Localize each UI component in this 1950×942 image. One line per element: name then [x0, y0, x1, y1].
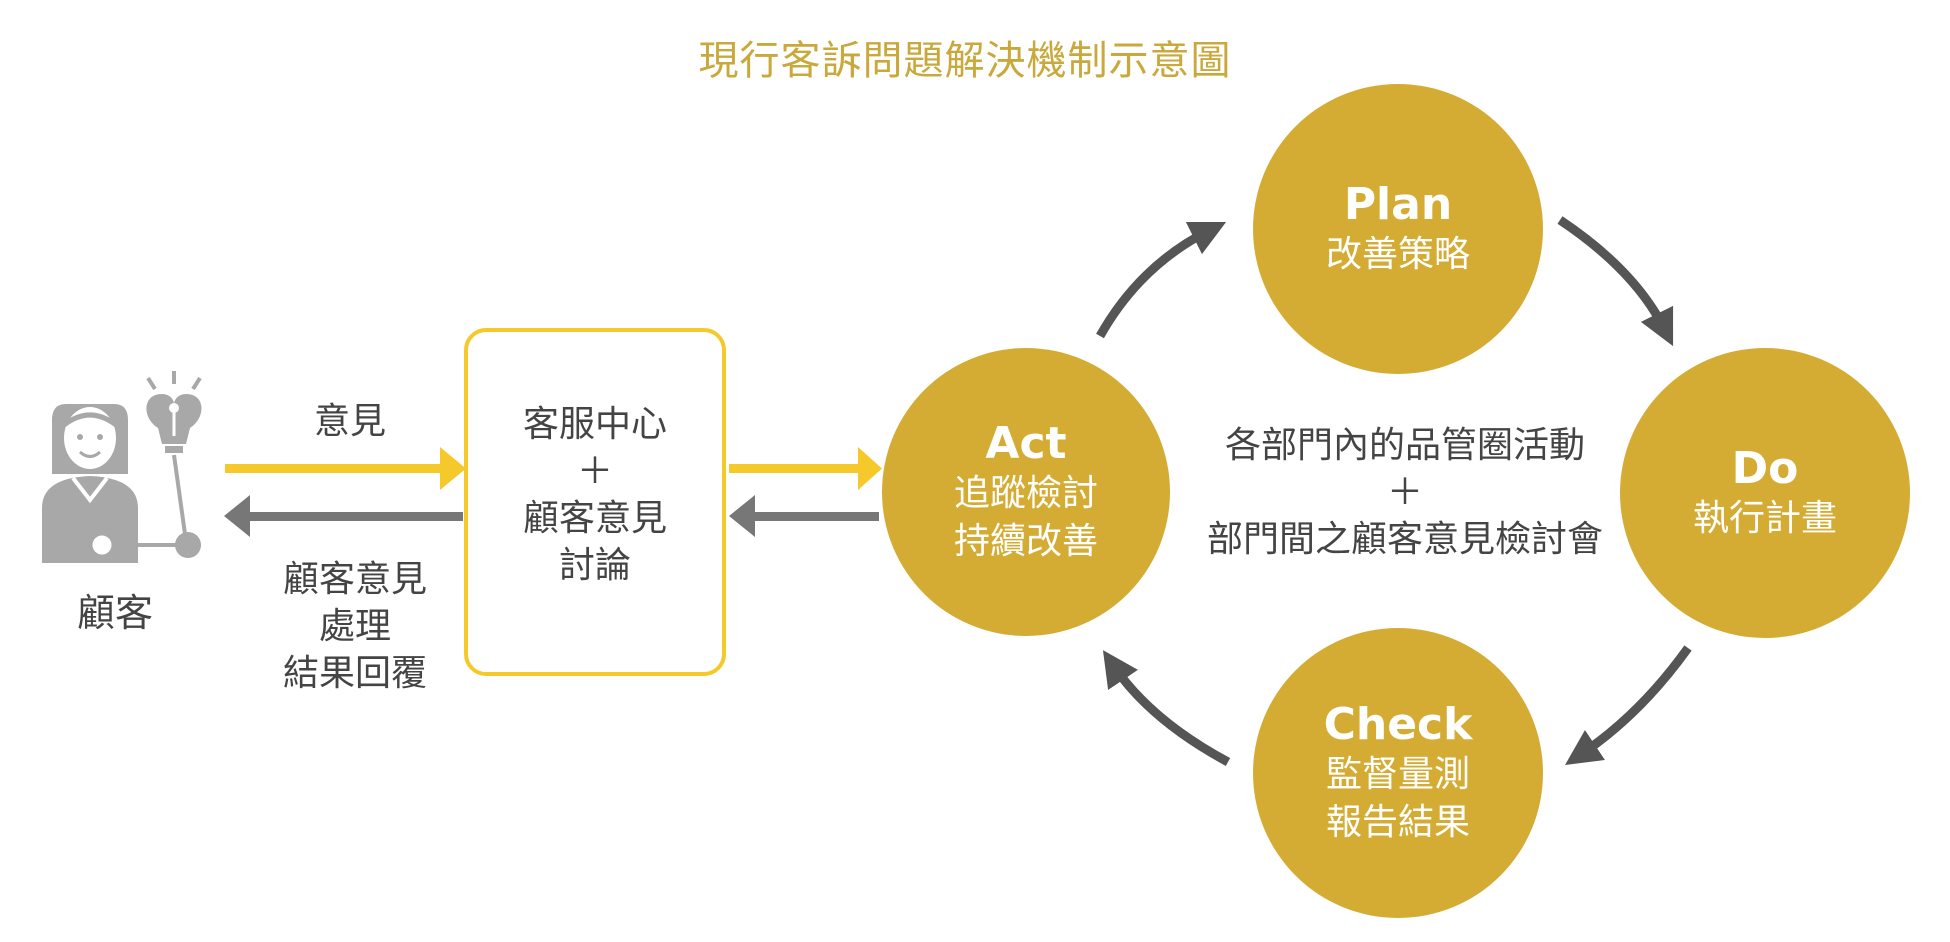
service-center-line: 討論 [558, 545, 631, 586]
reply-line: 結果回覆 [282, 653, 427, 694]
check-to-act-arrow [1102, 650, 1231, 766]
reply-line: 顧客意見 [282, 559, 427, 600]
do-heading: Do [1731, 443, 1799, 494]
service-center-box [464, 328, 726, 676]
customer-with-idea-icon [42, 371, 202, 563]
check-heading: Check [1323, 699, 1473, 750]
act-to-plan-arrow [1096, 221, 1227, 339]
check-line: 報告結果 [1325, 802, 1470, 843]
opinion-label: 意見 [313, 401, 386, 442]
escalate-arrow [729, 447, 882, 490]
plan-to-do-arrow [1557, 216, 1674, 347]
service-center-text: 客服中心 ＋ 顧客意見 討論 [464, 401, 726, 589]
reply-label: 顧客意見 處理 結果回覆 [255, 556, 455, 697]
cycle-center-line: ＋ [1386, 472, 1423, 513]
service-center-line: ＋ [576, 451, 613, 492]
page-title: 現行客訴問題解決機制示意圖 [698, 38, 1232, 84]
do-to-check-arrow [1565, 645, 1692, 765]
plan-heading: Plan [1343, 179, 1453, 230]
act-heading: Act [985, 418, 1067, 469]
do-line: 執行計畫 [1692, 498, 1837, 539]
customer-label: 顧客 [76, 591, 153, 635]
plan-circle: Plan 改善策略 [1253, 84, 1543, 374]
opinion-arrow [225, 447, 466, 490]
act-line: 追蹤檢討 [953, 473, 1098, 514]
service-center-line: 客服中心 [522, 404, 667, 445]
reply-line: 處理 [318, 606, 391, 647]
check-circle: Check 監督量測 報告結果 [1253, 628, 1543, 918]
service-center-line: 顧客意見 [522, 498, 667, 539]
cycle-center-line: 各部門內的品管圈活動 [1224, 425, 1585, 466]
act-line: 持續改善 [953, 521, 1098, 562]
cycle-center-line: 部門間之顧客意見檢討會 [1206, 519, 1603, 560]
check-line: 監督量測 [1325, 754, 1470, 795]
act-circle: Act 追蹤檢討 持續改善 [882, 348, 1170, 636]
cycle-center-text: 各部門內的品管圈活動 ＋ 部門間之顧客意見檢討會 [1180, 422, 1630, 563]
plan-line: 改善策略 [1325, 234, 1470, 275]
reply-arrow [224, 495, 463, 537]
do-circle: Do 執行計畫 [1620, 348, 1910, 638]
feedback-arrow [729, 495, 879, 537]
